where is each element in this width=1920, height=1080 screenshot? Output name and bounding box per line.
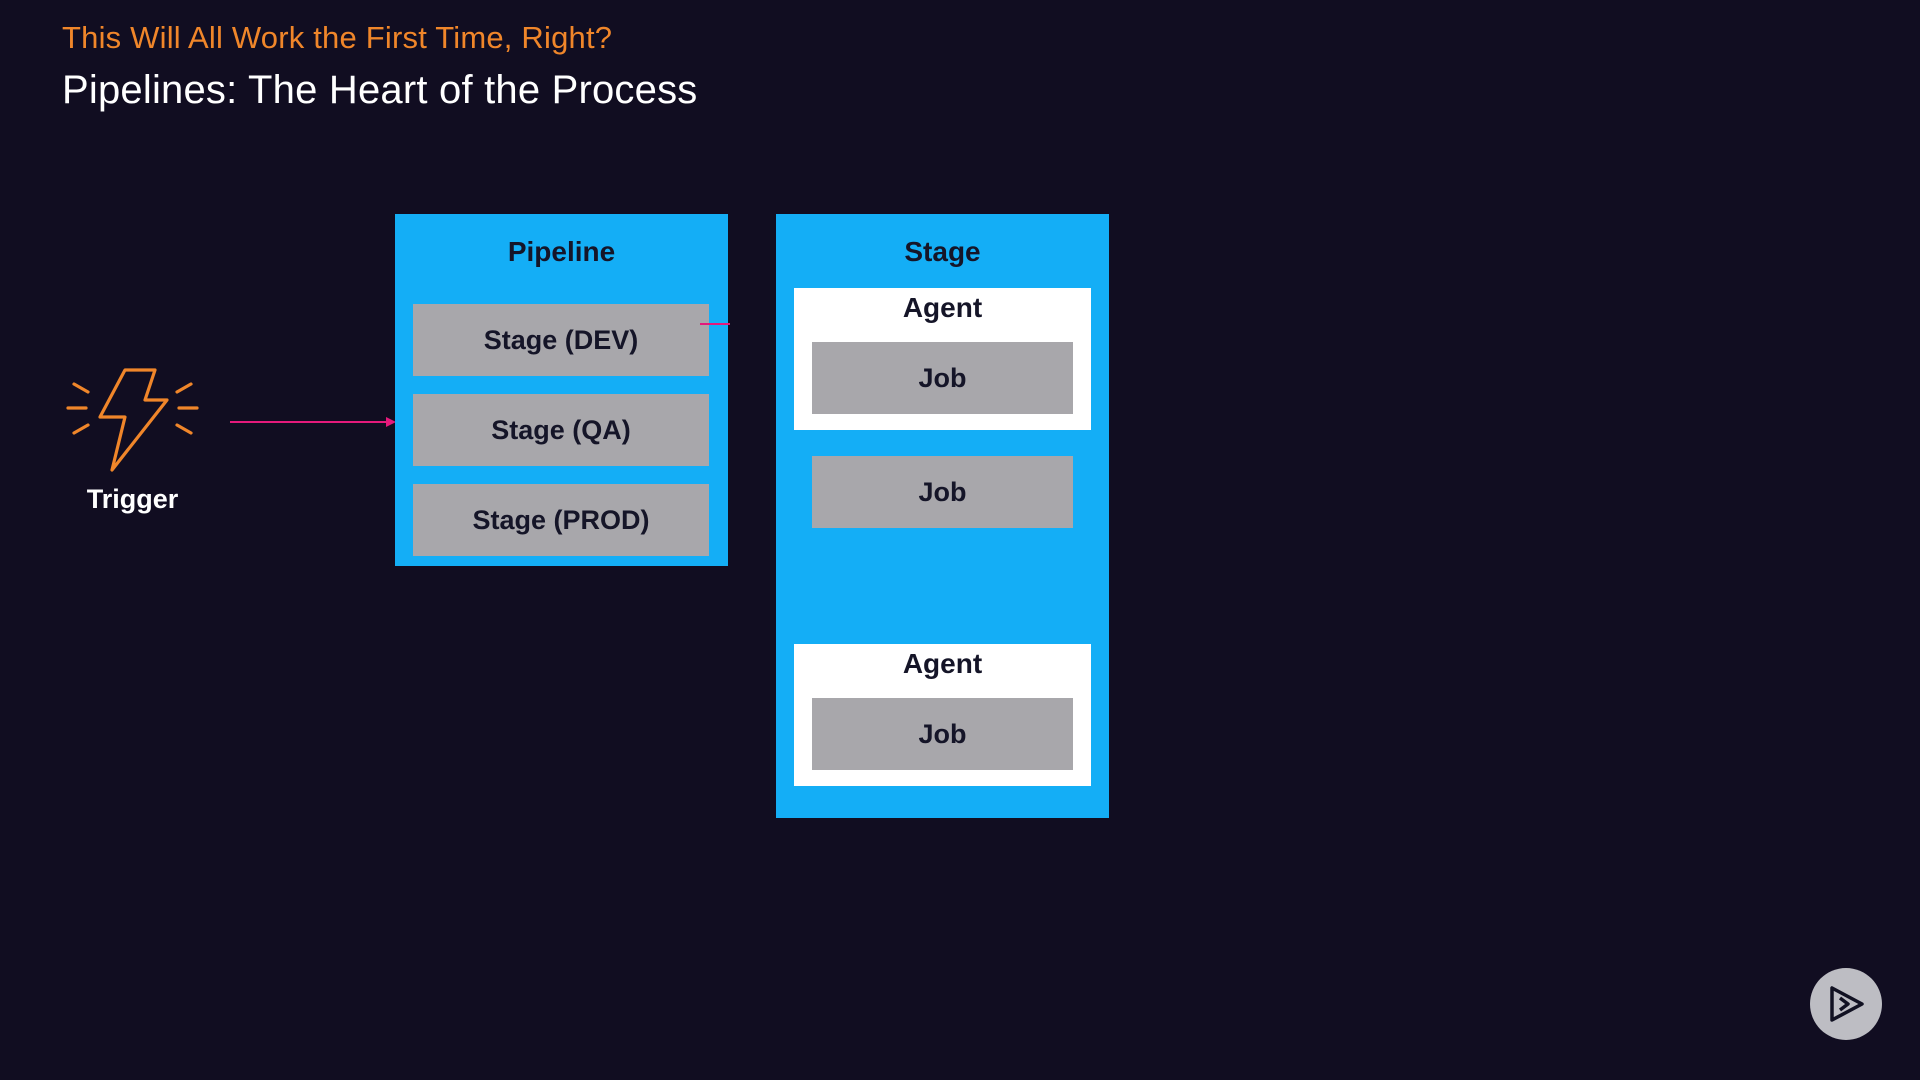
- stage-prod-box: Stage (PROD): [413, 484, 709, 556]
- slide-subtitle: This Will All Work the First Time, Right…: [62, 20, 613, 55]
- stage-connector-line: [700, 323, 730, 325]
- lightning-bolt-icon: [66, 368, 199, 472]
- pipeline-heading: Pipeline: [507, 236, 616, 267]
- stage-box: Stage Agent Job Job Agent Job: [776, 214, 1109, 818]
- stage-dev-box: Stage (DEV): [413, 304, 709, 376]
- agent-label: Agent: [902, 648, 983, 679]
- trigger-arrow: [230, 417, 396, 427]
- play-icon: [1830, 986, 1864, 1022]
- job-box: Job: [812, 342, 1073, 414]
- agent-label: Agent: [902, 292, 983, 323]
- stage-qa-box: Stage (QA): [413, 394, 709, 466]
- agent-box: Agent Job: [794, 288, 1091, 430]
- slide-title: Pipelines: The Heart of the Process: [62, 68, 698, 112]
- stage-heading: Stage: [904, 236, 981, 267]
- job-box: Job: [812, 698, 1073, 770]
- trigger-label: Trigger: [86, 484, 179, 514]
- agent-box: Agent Job: [794, 644, 1091, 786]
- play-logo: [1810, 968, 1882, 1040]
- job-box: Job: [812, 456, 1073, 528]
- pipeline-box: Pipeline Stage (DEV) Stage (QA) Stage (P…: [395, 214, 728, 566]
